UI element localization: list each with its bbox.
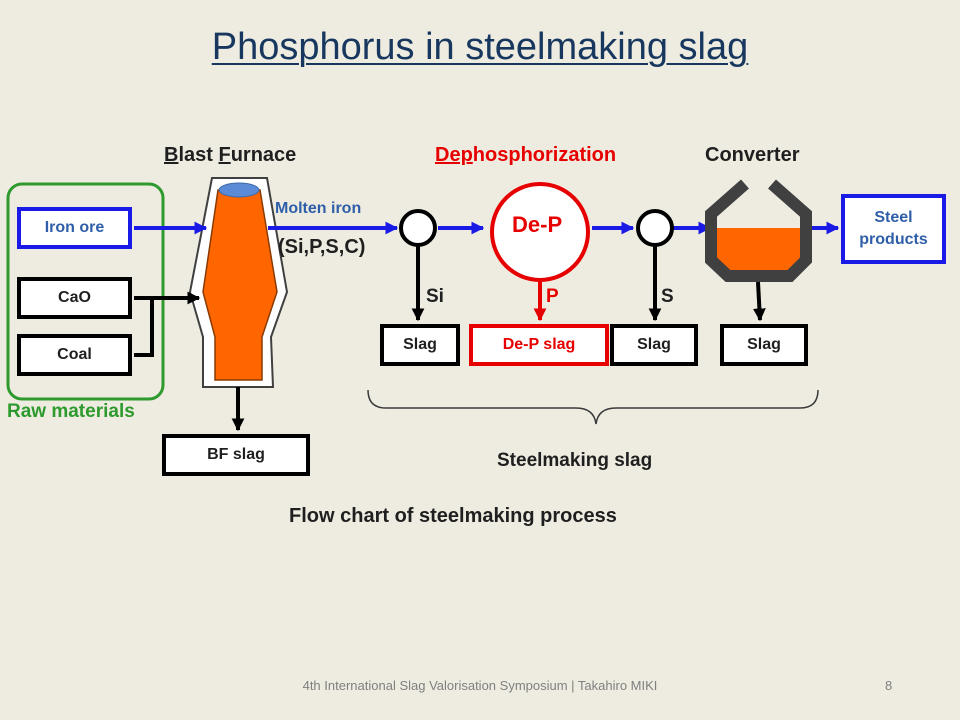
desulfurization-node (636, 209, 674, 247)
s-label: S (661, 286, 674, 307)
converter-icon (705, 179, 812, 282)
bf-slag-box: BF slag (162, 434, 310, 476)
converter-slag-arrow (753, 281, 766, 322)
coal-box: Coal (17, 334, 132, 376)
converter-label: Converter (705, 144, 800, 166)
blast-furnace-label: Blast Furnace (164, 144, 297, 166)
blast-furnace-f: F (218, 144, 231, 166)
composition-label: (Si,P,S,C) (278, 236, 366, 258)
steelmaking-slag-brace (367, 389, 819, 425)
slag-box-si: Slag (380, 324, 460, 366)
p-label: P (546, 286, 559, 307)
dephosphorization-node (490, 182, 590, 282)
slag-box-s: Slag (610, 324, 698, 366)
dephosphorization-dep: Dep (435, 144, 473, 166)
dephosphorization-label: Dephosphorization (435, 144, 617, 166)
page-title: Phosphorus in steelmaking slag (211, 26, 749, 68)
blast-furnace-icon (188, 177, 289, 388)
blast-furnace-b: B (164, 144, 179, 166)
dep-slag-box: De-P slag (469, 324, 609, 366)
steel-products-box: Steel products (841, 194, 946, 264)
raw-materials-label: Raw materials (7, 401, 135, 422)
cao-box: CaO (17, 277, 132, 319)
steelmaking-slag-label: Steelmaking slag (497, 450, 653, 471)
raw-materials-group (6, 182, 165, 401)
dep-circle-label: De-P (512, 212, 563, 237)
iron-ore-box: Iron ore (17, 207, 132, 249)
footer-text: 4th International Slag Valorisation Symp… (302, 678, 658, 693)
cao-coal-arrow (134, 291, 201, 357)
diagram-caption: Flow chart of steelmaking process (289, 505, 617, 527)
page-number: 8 (885, 678, 893, 693)
slag-box-converter: Slag (720, 324, 808, 366)
molten-iron-label: Molten iron (275, 200, 362, 217)
si-label: Si (426, 286, 444, 307)
desiliconization-node (399, 209, 437, 247)
